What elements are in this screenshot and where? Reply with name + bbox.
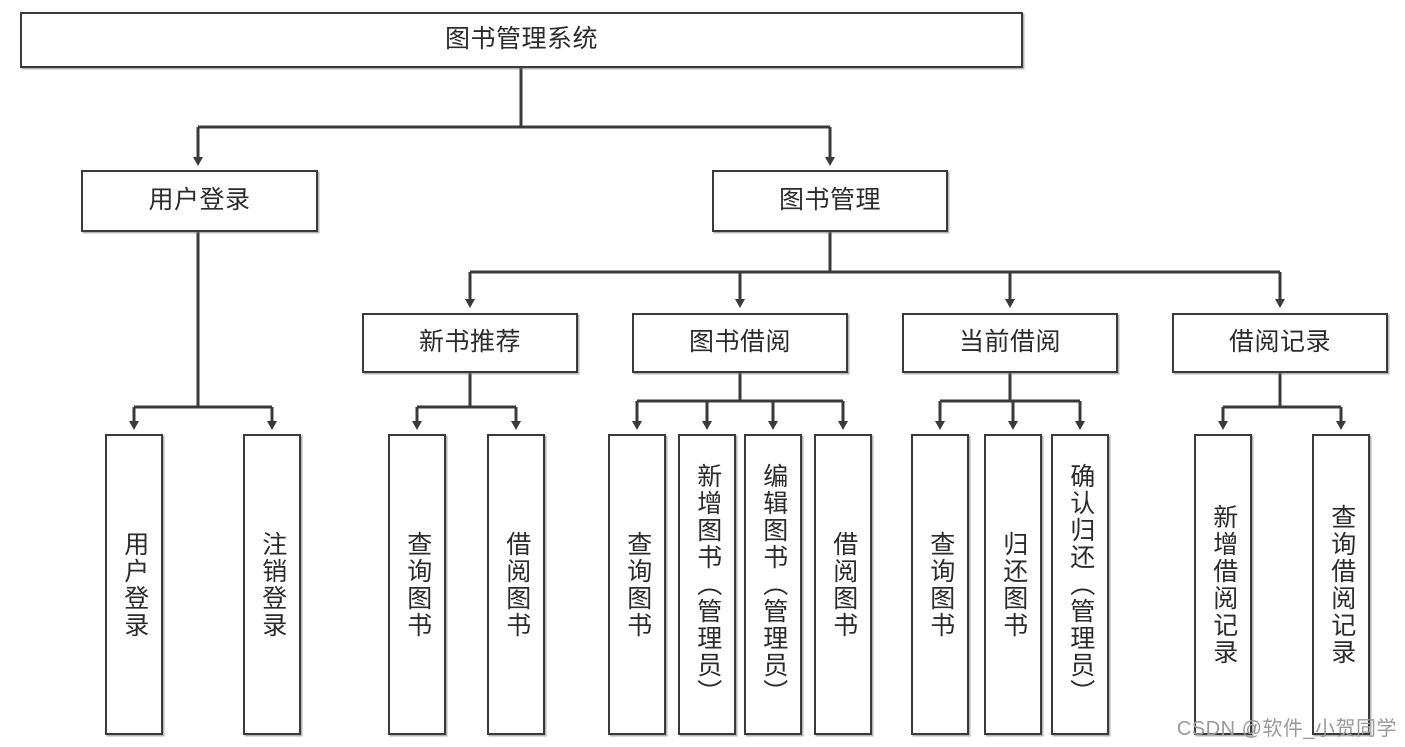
node-label: 借阅图书 [502,530,531,639]
node-label: 图书管理系统 [444,25,598,54]
node-label: 当前借阅 [958,328,1061,357]
node-label: 新书推荐 [418,328,521,357]
node-label: 图书借阅 [688,328,791,357]
node-book-management[interactable]: 图书管理 [712,170,948,232]
node-label: 借阅记录 [1228,328,1331,357]
node-leaf-borrow-book-recommend[interactable]: 借阅图书 [487,434,545,735]
node-leaf-edit-book-admin[interactable]: 编辑图书（管理员） [744,434,802,735]
node-leaf-logout[interactable]: 注销登录 [243,434,301,735]
node-label: 新增图书（管理员） [693,463,722,706]
node-user-login[interactable]: 用户登录 [81,170,318,232]
node-label: 新增借阅记录 [1209,503,1238,666]
node-label: 图书管理 [778,186,881,215]
node-label: 查询图书 [623,530,652,639]
node-label: 归还图书 [999,530,1028,639]
node-leaf-query-book[interactable]: 查询图书 [608,434,666,735]
node-label: 确认归还（管理员） [1066,463,1095,706]
node-label: 注销登录 [258,530,287,639]
node-label: 查询借阅记录 [1327,503,1356,666]
node-leaf-confirm-return-admin[interactable]: 确认归还（管理员） [1051,434,1109,735]
node-leaf-query-borrow-record[interactable]: 查询借阅记录 [1312,434,1370,735]
node-leaf-borrow-book[interactable]: 借阅图书 [814,434,872,735]
node-borrow-record[interactable]: 借阅记录 [1172,313,1388,373]
node-label: 借阅图书 [829,530,858,639]
node-label: 查询图书 [403,530,432,639]
node-leaf-add-borrow-record[interactable]: 新增借阅记录 [1194,434,1252,735]
node-label: 查询图书 [926,530,955,639]
node-leaf-add-book-admin[interactable]: 新增图书（管理员） [678,434,736,735]
node-book-borrow[interactable]: 图书借阅 [632,313,848,373]
node-current-borrow[interactable]: 当前借阅 [902,313,1118,373]
node-root[interactable]: 图书管理系统 [20,12,1023,68]
watermark-text: CSDN @软件_小贺同学 [1176,718,1397,740]
node-label: 用户登录 [148,186,251,215]
node-leaf-return-book[interactable]: 归还图书 [984,434,1042,735]
node-leaf-query-book-recommend[interactable]: 查询图书 [388,434,446,735]
node-new-book-recommend[interactable]: 新书推荐 [362,313,578,373]
node-label: 用户登录 [120,530,149,639]
node-label: 编辑图书（管理员） [759,463,788,706]
node-leaf-query-book-current[interactable]: 查询图书 [911,434,969,735]
node-leaf-user-login[interactable]: 用户登录 [105,434,163,735]
